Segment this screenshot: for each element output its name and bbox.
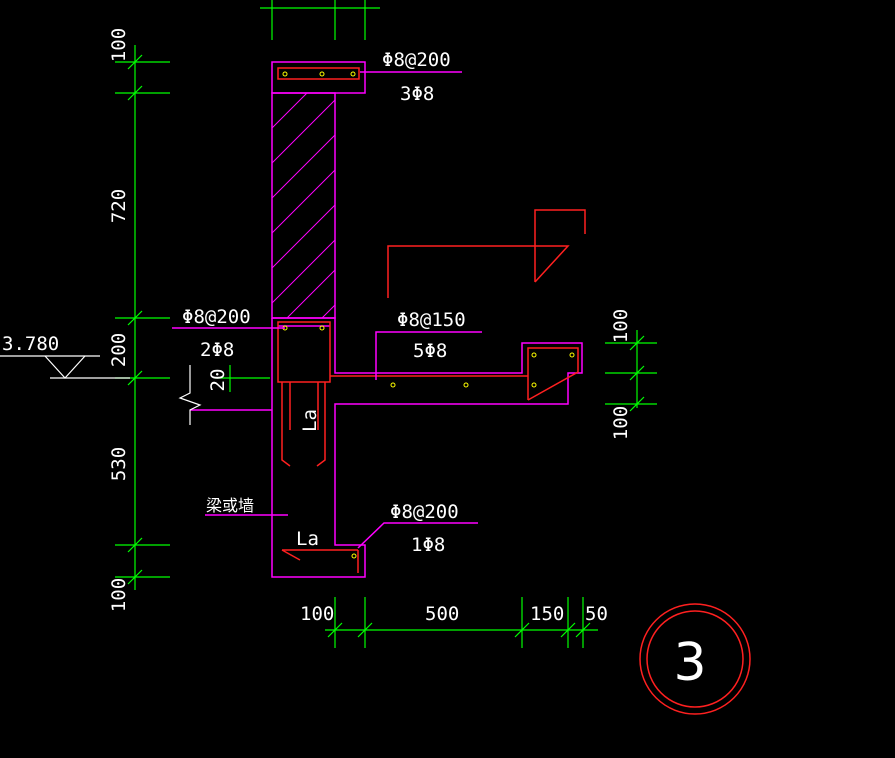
mid-stirrup-label: Φ8@200 — [182, 306, 251, 328]
slab-stirrup-label: Φ8@150 — [397, 309, 466, 331]
anchorage-label-horizontal: La — [296, 528, 319, 550]
mid-bars-label: 2Φ8 — [200, 339, 234, 361]
dim-bottom-50: 50 — [585, 603, 608, 625]
bottom-stirrup-label: Φ8@200 — [390, 501, 459, 523]
top-bars-label: 3Φ8 — [400, 83, 434, 105]
dim-left-200: 200 — [108, 333, 130, 367]
bottom-leader — [357, 522, 478, 549]
bottom-bars-label: 1Φ8 — [411, 534, 445, 556]
elevation-value: 3.780 — [2, 333, 59, 355]
beam-or-wall-label: 梁或墙 — [206, 496, 254, 515]
top-stirrup-label: Φ8@200 — [382, 49, 451, 71]
mid-stirrup — [277, 321, 331, 383]
dim-left-720: 720 — [108, 189, 130, 223]
left-dimension-chain — [115, 45, 170, 590]
dim-left-100-bottom: 100 — [108, 578, 130, 612]
beam-body — [190, 317, 583, 578]
slab-bars-label: 5Φ8 — [413, 340, 447, 362]
anchorage-bars — [281, 382, 326, 467]
dim-bottom-150: 150 — [530, 603, 564, 625]
dim-bottom-100: 100 — [300, 603, 334, 625]
right-dimension-chain — [605, 330, 657, 412]
slab-bars — [330, 347, 579, 401]
detail-number: 3 — [673, 633, 706, 693]
bottom-dimension-chain — [325, 597, 598, 648]
top-dimension-stub — [260, 0, 380, 40]
dim-20: 20 — [207, 369, 229, 392]
top-stirrup — [277, 67, 360, 80]
dim-right-100-top: 100 — [610, 309, 632, 343]
elevation-symbol — [0, 355, 130, 379]
dim-left-100-top: 100 — [108, 28, 130, 62]
anchorage-label-vertical: La — [299, 409, 321, 432]
detail-marker — [639, 603, 751, 715]
bottom-stirrup — [281, 549, 359, 573]
dim-left-530: 530 — [108, 447, 130, 481]
break-line — [178, 365, 270, 425]
dim-right-100-bottom: 100 — [610, 406, 632, 440]
dim-bottom-500: 500 — [425, 603, 459, 625]
upstand-wall — [271, 61, 366, 319]
slab-leader — [375, 331, 482, 380]
section-cut-marker — [387, 209, 586, 298]
